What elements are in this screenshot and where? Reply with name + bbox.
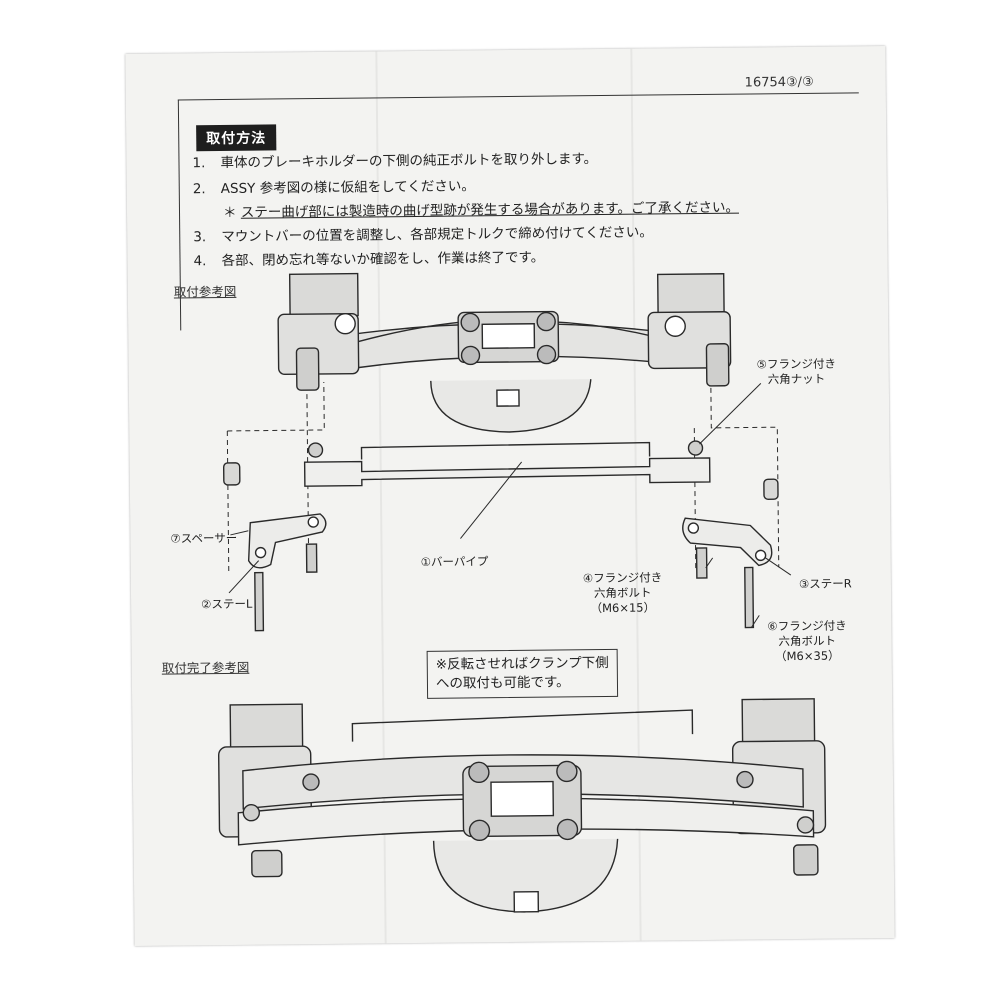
label-spacer: ⑦スペーサー xyxy=(170,530,238,546)
label-stay-r: ③ステーR xyxy=(798,576,852,591)
reverse-mount-note: ※反転させればクランプ下側 への取付も可能です。 xyxy=(426,648,619,699)
instruction-sheet: 16754③/③ 取付方法 1.車体のブレーキホルダーの下側の純正ボルトを取り外… xyxy=(125,46,895,946)
label-stay-l: ②ステーL xyxy=(201,596,253,612)
label-flange-nut: ⑤フランジ付き 六角ナット xyxy=(756,356,837,387)
label-bolt-m6x15: ④フランジ付き 六角ボルト （M6×15） xyxy=(582,570,663,616)
label-bar-pipe: ①バーパイプ xyxy=(420,554,489,569)
assembly-diagram xyxy=(217,272,827,913)
label-bolt-m6x35: ⑥フランジ付き 六角ボルト （M6×35） xyxy=(767,618,847,664)
